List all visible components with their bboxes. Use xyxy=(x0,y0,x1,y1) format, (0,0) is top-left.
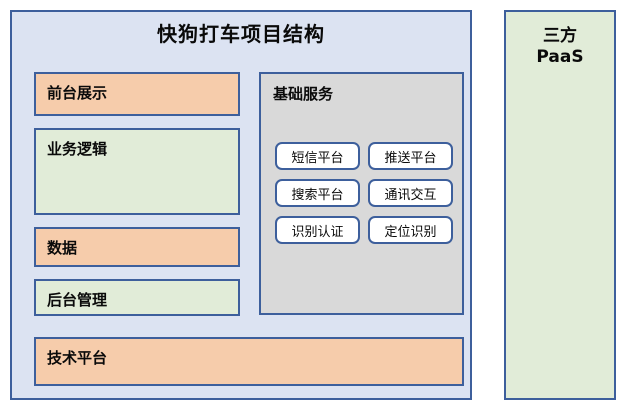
layer-box-technical-platform[interactable]: 技术平台 xyxy=(34,337,464,386)
service-chip-identity-authentication[interactable]: 识别认证 xyxy=(275,216,360,244)
service-chip-push-platform[interactable]: 推送平台 xyxy=(368,142,453,170)
service-chip-search-platform[interactable]: 搜索平台 xyxy=(275,179,360,207)
layer-box-backstage-management[interactable]: 后台管理 xyxy=(34,279,240,316)
paas-label-line2: PaaS xyxy=(536,47,584,68)
basic-services-panel: 基础服务 短信平台 推送平台 搜索平台 通讯交互 识别认证 定位识别 xyxy=(259,72,464,315)
layer-label-technical-platform: 技术平台 xyxy=(47,349,108,367)
service-chip-location-recognition[interactable]: 定位识别 xyxy=(368,216,453,244)
third-party-paas-label: 三方 PaaS xyxy=(506,26,614,69)
paas-label-line1: 三方 xyxy=(543,26,577,46)
layer-label-frontend-display: 前台展示 xyxy=(47,84,108,102)
service-chip-communication[interactable]: 通讯交互 xyxy=(368,179,453,207)
basic-services-title: 基础服务 xyxy=(273,85,334,103)
service-chip-sms-platform[interactable]: 短信平台 xyxy=(275,142,360,170)
layer-label-business-logic: 业务逻辑 xyxy=(47,140,108,158)
basic-services-grid: 短信平台 推送平台 搜索平台 通讯交互 识别认证 定位识别 xyxy=(275,142,453,244)
project-structure-container: 快狗打车项目结构 前台展示 业务逻辑 数据 后台管理 基础服务 短信平台 推送平… xyxy=(10,10,472,400)
third-party-paas-panel[interactable]: 三方 PaaS xyxy=(504,10,616,400)
layer-label-backstage-management: 后台管理 xyxy=(47,291,108,309)
layer-label-data: 数据 xyxy=(47,239,78,257)
layer-box-data[interactable]: 数据 xyxy=(34,227,240,267)
layer-box-frontend-display[interactable]: 前台展示 xyxy=(34,72,240,116)
diagram-title: 快狗打车项目结构 xyxy=(157,22,325,46)
layer-box-business-logic[interactable]: 业务逻辑 xyxy=(34,128,240,215)
